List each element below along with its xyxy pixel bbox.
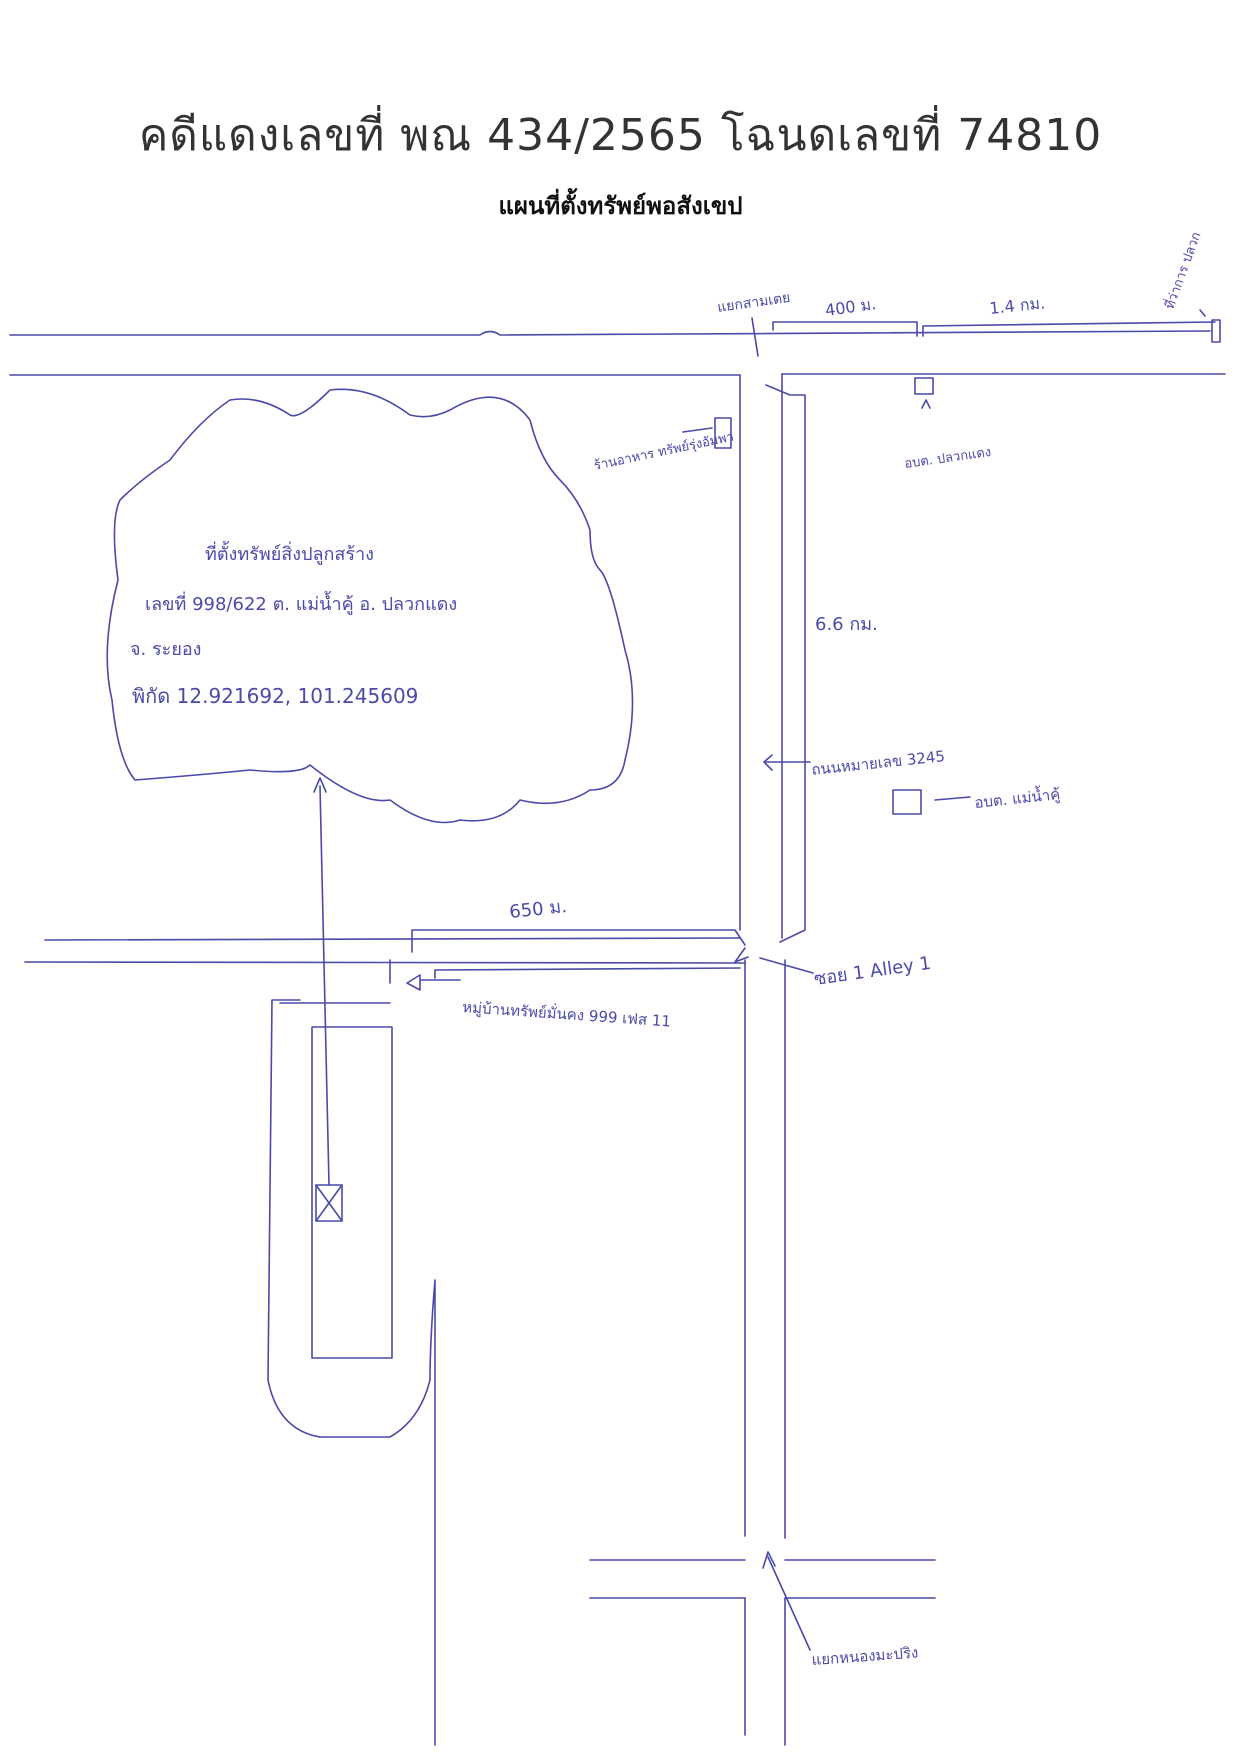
location-callout-cloud bbox=[106, 388, 634, 824]
top-right-label: ที่ว่าการ ปลวก bbox=[1161, 230, 1205, 312]
office-mid-marker bbox=[892, 789, 922, 815]
village-label: หมู่บ้านทรัพย์มั่นคง 999 เฟส 11 bbox=[462, 996, 672, 1031]
dist-1-4-marker bbox=[922, 321, 1216, 337]
dist-400-label: 400 ม. bbox=[824, 294, 877, 320]
junction-top-label: แยกสามเตย bbox=[716, 290, 791, 316]
property-marker-cross bbox=[315, 1184, 343, 1222]
main-road-bottom-edge bbox=[9, 373, 1226, 376]
road-3245-label: ถนนหมายเลข 3245 bbox=[811, 747, 946, 779]
village-road-entrance bbox=[434, 967, 741, 979]
document-subtitle: แผนที่ตั้งทรัพย์พอสังเขป bbox=[498, 191, 743, 220]
alley-road-top-edge bbox=[44, 937, 741, 941]
callout-line-4: พิกัด 12.921692, 101.245609 bbox=[132, 684, 418, 708]
end-marker-top-right bbox=[1211, 319, 1221, 343]
property-to-callout-arrow bbox=[319, 785, 330, 1186]
office-top-label: อบต. ปลวกแดง bbox=[903, 445, 992, 472]
office-top-marker bbox=[914, 377, 934, 395]
shop-marker bbox=[714, 417, 732, 449]
alley-label: ซอย 1 Alley 1 bbox=[813, 953, 932, 990]
village-loop-inner bbox=[311, 1026, 393, 1359]
callout-line-1: ที่ตั้งทรัพย์สิ่งปลูกสร้าง bbox=[205, 541, 374, 565]
dist-6-6-label: 6.6 กม. bbox=[815, 614, 878, 635]
document-title: คดีแดงเลขที่ พณ 434/2565 โฉนดเลขที่ 7481… bbox=[138, 110, 1103, 161]
shop-left-label: ร้านอาหาร ทรัพย์รุ่งอัมพา bbox=[593, 429, 736, 474]
alley-route bbox=[411, 929, 746, 953]
junction-bottom-label: แยกหนองมะปริง bbox=[811, 1644, 919, 1669]
main-road-top-edge bbox=[9, 330, 1211, 336]
callout-line-2: เลขที่ 998/622 ต. แม่น้ำคู้ อ. ปลวกแดง bbox=[145, 591, 457, 615]
junction-top-arrow bbox=[751, 317, 759, 357]
office-mid-label: อบต. แม่น้ำคู้ bbox=[973, 783, 1061, 812]
alley-road-bottom-edge bbox=[24, 961, 746, 964]
dist-400-marker bbox=[772, 321, 918, 337]
village-loop-outer bbox=[267, 999, 321, 1438]
village-road-right bbox=[319, 1279, 436, 1746]
dist-650-label: 650 ม. bbox=[508, 896, 568, 923]
dist-1-4-label: 1.4 กม. bbox=[988, 293, 1046, 318]
road-3245-route-inner bbox=[765, 384, 806, 943]
callout-line-3: จ. ระยอง bbox=[130, 639, 201, 660]
